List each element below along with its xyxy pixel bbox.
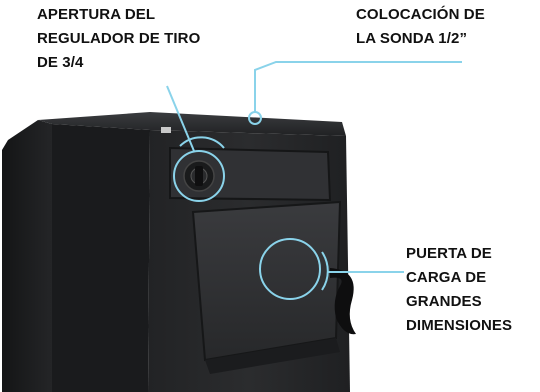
regulator-knob <box>183 160 215 192</box>
regulator-callout-label: APERTURA DEL REGULADOR DE TIRO DE 3/4 <box>37 3 200 75</box>
regulator-label-line-3: DE 3/4 <box>37 54 84 71</box>
boiler-top-panel <box>38 112 346 136</box>
door-handle <box>330 268 356 335</box>
boiler-badge <box>161 127 171 133</box>
probe-leader-line <box>254 61 462 112</box>
door-frame-bottom <box>205 338 340 374</box>
probe-label-line-1: COLOCACIÓN DE <box>356 6 485 23</box>
probe-marker-circle <box>248 111 262 125</box>
door-callout-label: PUERTA DE CARGA DE GRANDES DIMENSIONES <box>406 242 512 338</box>
regulator-highlight-circle <box>173 150 225 202</box>
boiler-corner-column <box>52 124 150 392</box>
door-label-line-4: DIMENSIONES <box>406 317 513 334</box>
callout-markers <box>166 61 462 300</box>
door-label-line-3: GRANDES <box>406 293 482 310</box>
regulator-arc <box>179 136 225 149</box>
regulator-label-line-1: APERTURA DEL <box>37 6 156 23</box>
boiler-body <box>2 112 356 392</box>
regulator-label-line-2: REGULADOR DE TIRO <box>37 30 201 47</box>
probe-callout-label: COLOCACIÓN DE LA SONDA 1/2” <box>356 3 485 51</box>
door-label-line-1: PUERTA DE <box>406 245 492 262</box>
boiler-side-panel <box>2 120 52 392</box>
door-label-line-2: CARGA DE <box>406 269 487 286</box>
door-arc <box>321 251 329 291</box>
door-highlight-circle <box>259 238 321 300</box>
probe-label-line-2: LA SONDA 1/2” <box>356 30 468 47</box>
